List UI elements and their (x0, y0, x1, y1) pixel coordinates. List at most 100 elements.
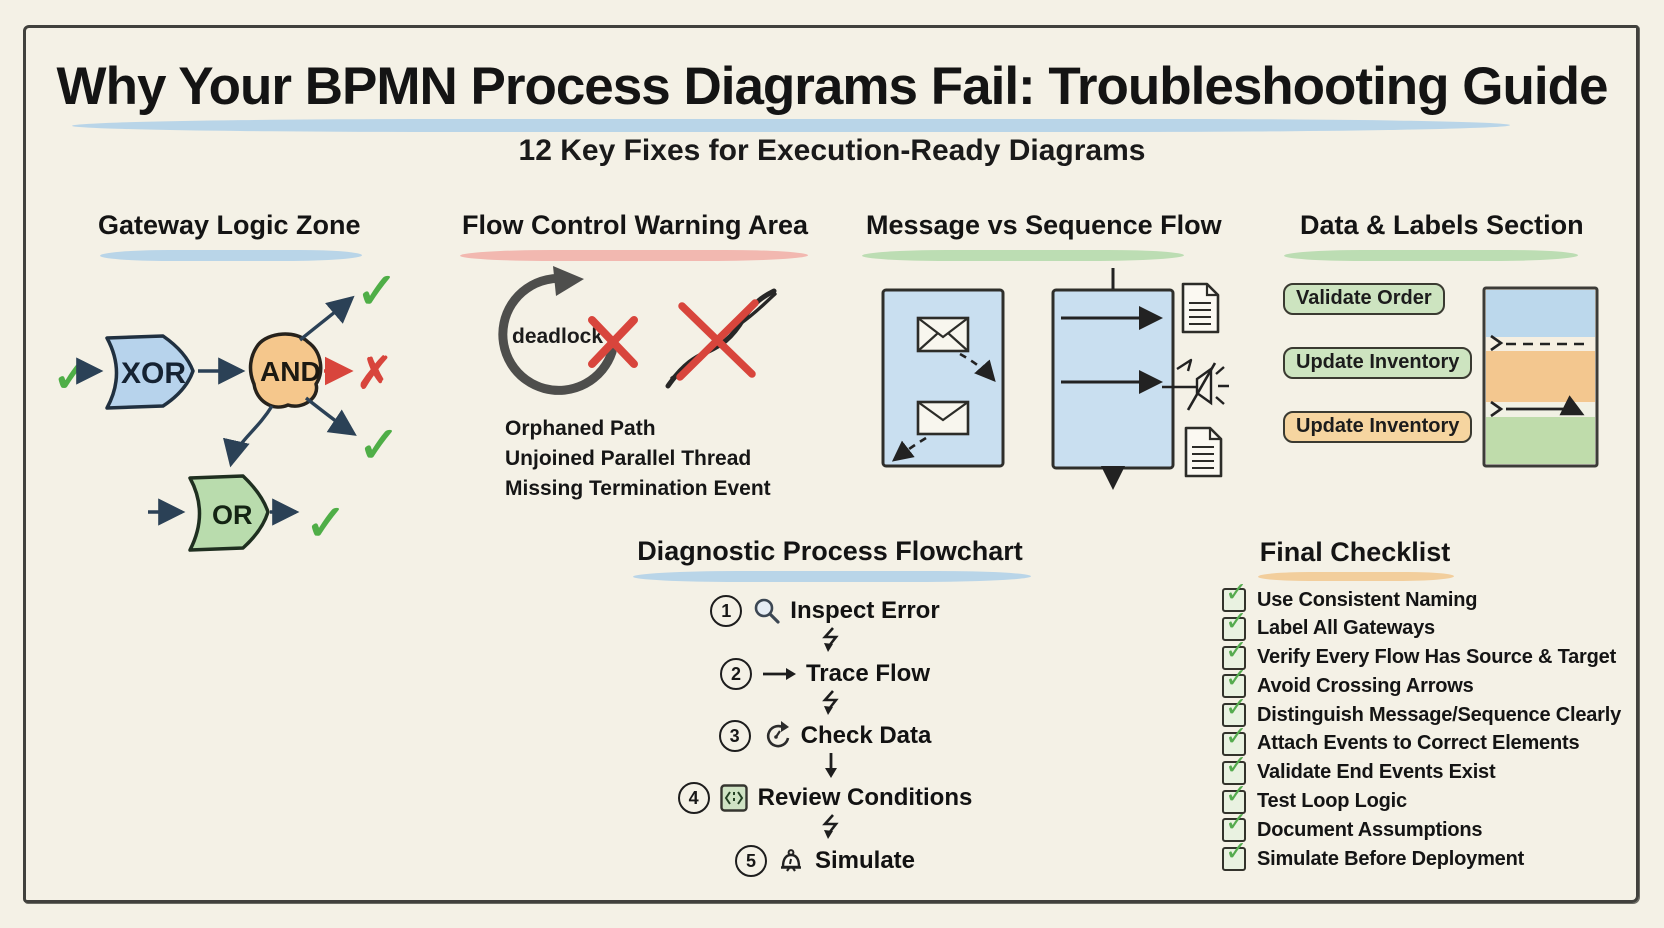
flow-step: 4 Review Conditions (575, 780, 1075, 816)
and-gateway-label: AND (260, 356, 321, 387)
diagnostic-heading: Diagnostic Process Flowchart (637, 536, 1023, 566)
gateway-heading-underline (100, 250, 362, 261)
task-label-pill: Update Inventory (1283, 411, 1473, 443)
checkbox-checked-icon: ✓ (1222, 838, 1248, 872)
or-gateway-label: OR (212, 500, 253, 530)
step-number-badge: 3 (718, 720, 751, 752)
step-label: Trace Flow (805, 660, 931, 687)
flow-control-heading-underline (460, 250, 808, 261)
checklist-item-label: Document Assumptions (1257, 818, 1483, 841)
red-cross-icon (588, 316, 638, 368)
checklist-item: ✓ Distinguish Message/Sequence Clearly (1222, 694, 1622, 728)
check-icon: ✓ (305, 495, 347, 551)
checklist-heading-underline (1258, 572, 1454, 581)
panel-border (1482, 286, 1599, 468)
deadlock-label: deadlock (512, 325, 603, 348)
hook-arrow (1490, 334, 1504, 352)
step-number-badge: 5 (734, 845, 767, 877)
checklist-item: ✓ Avoid Crossing Arrows (1222, 665, 1621, 699)
checkbox-checked-icon: ✓ (1222, 751, 1248, 785)
flow-step: 2 Trace Flow (575, 656, 1075, 692)
step-number-badge: 4 (677, 782, 710, 814)
zigzag-connector (816, 690, 846, 716)
zigzag-connector (816, 814, 846, 840)
step-number-badge: 1 (710, 595, 743, 627)
issue-item: Unjoined Parallel Thread (505, 447, 752, 470)
checklist-item-label: Verify Every Flow Has Source & Target (1257, 646, 1617, 669)
page-subtitle: 12 Key Fixes for Execution-Ready Diagram… (518, 134, 1146, 167)
checklist-item-label: Use Consistent Naming (1257, 588, 1478, 611)
check-icon: ✓ (358, 417, 400, 473)
step-label: Simulate (814, 847, 916, 874)
checklist-item-label: Label All Gateways (1257, 617, 1435, 640)
checklist-item-label: Attach Events to Correct Elements (1257, 732, 1580, 755)
check-icon: ✓ (356, 263, 398, 319)
checkbox-checked-icon: ✓ (1222, 579, 1248, 612)
message-pool-panel (881, 288, 1005, 468)
hook-arrow (1490, 400, 1504, 418)
issue-item: Missing Termination Event (505, 477, 771, 500)
flow-step: 5 Simulate (575, 843, 1075, 879)
envelope-icon (916, 316, 970, 353)
cycle-icon (766, 721, 789, 748)
cross-icon: ✗ (356, 349, 393, 398)
checkbox-checked-icon: ✓ (1222, 665, 1248, 699)
or-gateway-shape (188, 474, 270, 552)
flow-step: 3 Check Data (575, 718, 1075, 754)
checklist-item: ✓ Attach Events to Correct Elements (1222, 722, 1621, 756)
down-arrow-connector (816, 752, 846, 779)
magnifier-icon (754, 598, 780, 624)
flow-arrow (304, 396, 357, 436)
task-label-pill: Validate Order (1283, 283, 1445, 315)
checklist-item: ✓ Test Loop Logic (1222, 780, 1621, 814)
message-sequence-heading-underline (862, 250, 1184, 261)
flow-arrow (223, 405, 274, 468)
flow-control-issue-list: Orphaned Path Unjoined Parallel Thread M… (505, 414, 771, 504)
flow-arrow (298, 295, 355, 342)
zigzag-connector (816, 627, 846, 653)
bell-icon (780, 849, 801, 872)
document-icon (1181, 282, 1220, 334)
conditions-icon (719, 784, 748, 812)
checklist-item: ✓ Document Assumptions (1222, 809, 1621, 843)
page-title: Why Your BPMN Process Diagrams Fail: Tro… (56, 57, 1609, 116)
data-labels-mini-panel (1482, 286, 1599, 468)
checklist-item-label: Distinguish Message/Sequence Clearly (1257, 703, 1622, 726)
data-labels-section-heading: Data & Labels Section (1300, 210, 1584, 240)
xor-gateway-shape (105, 334, 195, 410)
checklist-item: ✓ Validate End Events Exist (1222, 751, 1621, 785)
checkbox-checked-icon: ✓ (1222, 636, 1248, 670)
flow-control-section-heading: Flow Control Warning Area (462, 210, 808, 240)
check-icon: ✓ (52, 350, 92, 403)
envelope-icon (916, 400, 970, 436)
message-flow-dashed-arrow (959, 352, 996, 382)
checklist-item: ✓ Label All Gateways (1222, 607, 1621, 641)
arrow-right-icon (762, 668, 796, 680)
poster-frame (23, 25, 1639, 903)
solid-data-arrow (1506, 395, 1585, 416)
checkbox-checked-icon: ✓ (1222, 722, 1248, 756)
flow-control-diagram: deadlock (498, 266, 777, 395)
deadlock-loop-icon (498, 273, 617, 395)
xor-gateway-label: XOR (121, 357, 186, 390)
checklist-item: ✓ Simulate Before Deployment (1222, 838, 1621, 872)
step-label: Review Conditions (757, 784, 973, 811)
diagnostic-heading-underline (633, 571, 1031, 582)
gateway-logic-diagram: ✓ XOR AND ✗ ✓ ✓ OR ✓ (51, 262, 401, 552)
flow-step: 1 Inspect Error (575, 593, 1075, 629)
step-label: Check Data (800, 722, 932, 749)
final-checklist: ✓ Use Consistent Naming ✓ Label All Gate… (1222, 579, 1622, 877)
checklist-item: ✓ Verify Every Flow Has Source & Target (1222, 636, 1621, 670)
document-icon (1184, 426, 1223, 478)
task-label-pill: Update Inventory (1283, 347, 1473, 379)
message-sequence-diagram (881, 268, 1229, 490)
issue-item: Orphaned Path (505, 417, 656, 440)
checkbox-checked-icon: ✓ (1222, 780, 1248, 814)
checklist-item-label: Avoid Crossing Arrows (1257, 674, 1474, 697)
checkbox-checked-icon: ✓ (1222, 694, 1248, 728)
message-flow-dashed-arrow (891, 436, 927, 462)
step-label: Inspect Error (790, 597, 940, 624)
checklist-heading: Final Checklist (1259, 537, 1451, 567)
checklist-item: ✓ Use Consistent Naming (1222, 579, 1621, 612)
gateway-section-heading: Gateway Logic Zone (98, 210, 361, 240)
